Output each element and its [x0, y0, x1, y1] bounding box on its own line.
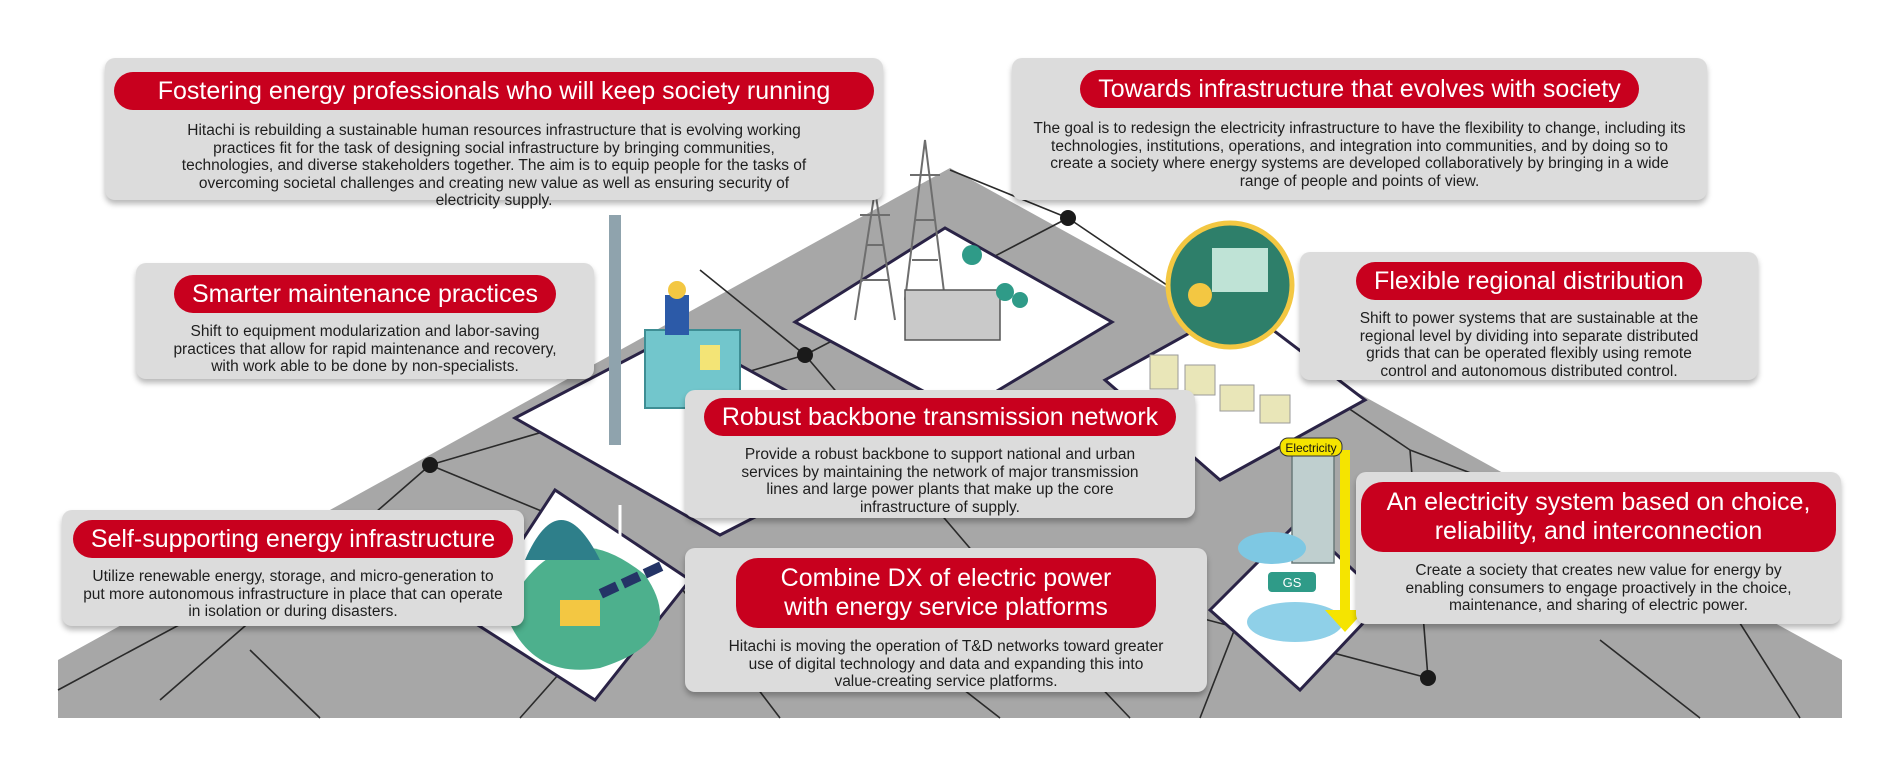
operator [1188, 283, 1212, 307]
electricity-badge [1279, 437, 1343, 457]
worker-helmet [668, 281, 686, 299]
card-dx: Combine DX of electric power with energy… [685, 548, 1207, 692]
farm-barn [560, 600, 600, 626]
card-choice-body: Create a society that creates new value … [1405, 562, 1792, 614]
electricity-flow-arrow [1325, 450, 1365, 632]
solar-panels [598, 561, 664, 599]
card-fostering-title: Fostering energy professionals who will … [114, 72, 874, 110]
card-selfsupporting-title: Self-supporting energy infrastructure [72, 520, 514, 558]
mountain [525, 520, 600, 560]
card-fostering-body: Hitachi is rebuilding a sustainable huma… [181, 122, 807, 209]
card-evolves: Towards infrastructure that evolves with… [1012, 58, 1707, 200]
worker [665, 295, 689, 335]
ev-charging-area [1238, 532, 1306, 564]
card-distribution-body: Shift to power systems that are sustaina… [1359, 310, 1699, 380]
monitor-wall [1212, 248, 1268, 292]
card-fostering: Fostering energy professionals who will … [105, 58, 883, 209]
parking-area [1247, 602, 1343, 642]
electricity-label: Electricity [1285, 441, 1337, 455]
card-distribution-title: Flexible regional distribution [1356, 262, 1702, 300]
card-backbone: Robust backbone transmission network Pro… [685, 390, 1195, 518]
card-backbone-title: Robust backbone transmission network [703, 398, 1177, 436]
card-choice: An electricity system based on choice, r… [1356, 472, 1841, 624]
card-maintenance-body: Shift to equipment modularization and la… [173, 323, 557, 375]
trees [962, 245, 1028, 308]
card-selfsupporting: Self-supporting energy infrastructure Ut… [62, 510, 524, 626]
gs-badge [1268, 572, 1316, 592]
card-maintenance: Smarter maintenance practices Shift to e… [136, 263, 594, 379]
card-selfsupporting-body: Utilize renewable energy, storage, and m… [83, 568, 503, 620]
equipment-module [700, 345, 720, 370]
card-evolves-body: The goal is to redesign the electricity … [1033, 120, 1686, 190]
substation-building [904, 289, 1001, 341]
card-backbone-body: Provide a robust backbone to support nat… [741, 446, 1139, 516]
gs-label: GS [1282, 575, 1302, 590]
card-dx-body: Hitachi is moving the operation of T&D n… [728, 638, 1164, 690]
card-distribution: Flexible regional distribution Shift to … [1300, 252, 1758, 380]
card-choice-title: An electricity system based on choice, r… [1361, 482, 1836, 552]
card-evolves-title: Towards infrastructure that evolves with… [1080, 70, 1639, 108]
card-dx-title: Combine DX of electric power with energy… [736, 558, 1156, 628]
card-maintenance-title: Smarter maintenance practices [174, 275, 556, 313]
